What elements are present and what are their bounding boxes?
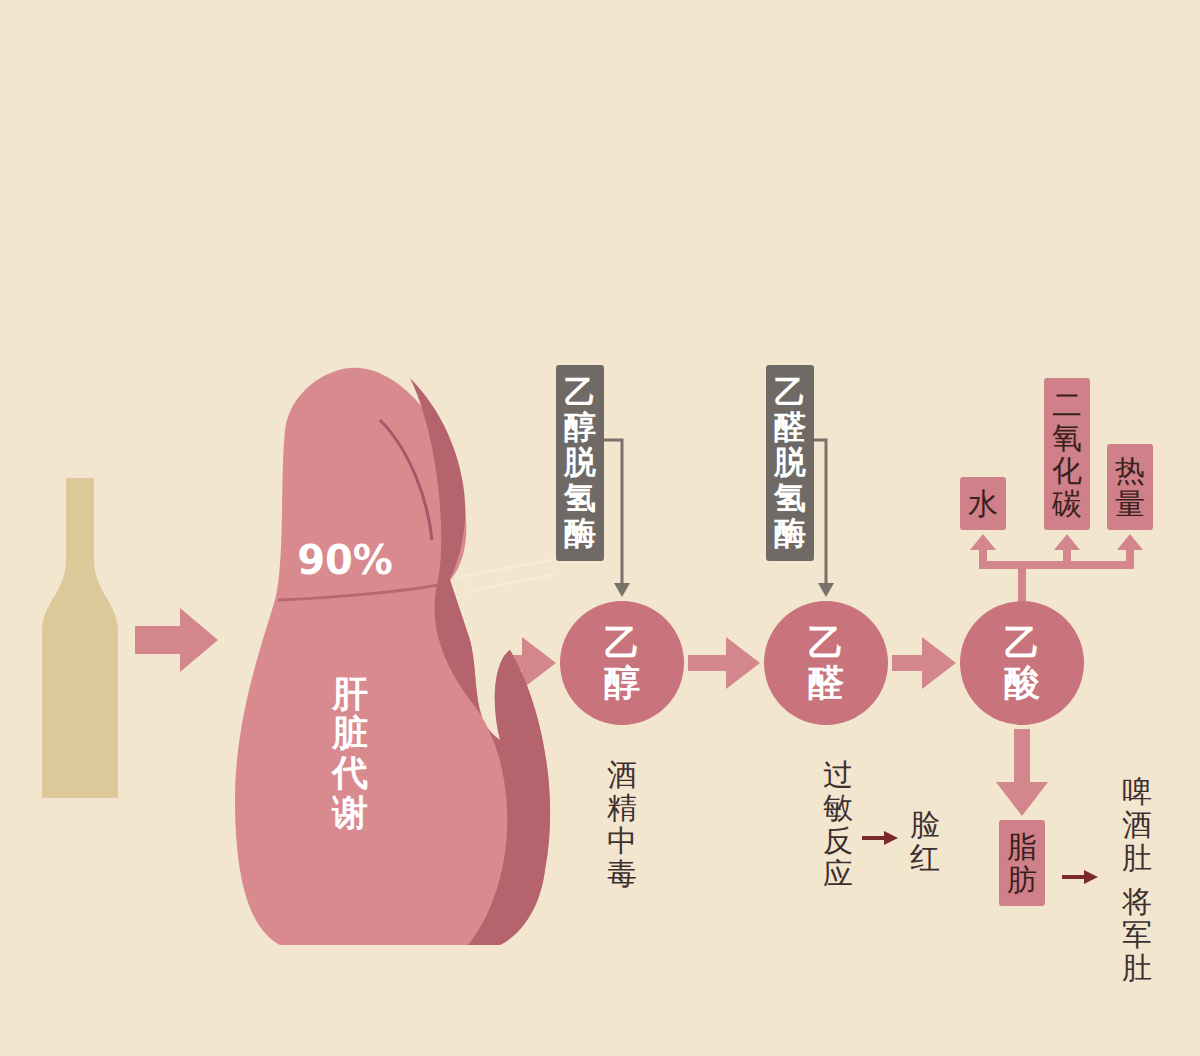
- product-box: 水: [960, 477, 1006, 530]
- node-text: 水: [968, 487, 998, 520]
- liver-organ: 90% 肝脏代谢: [232, 365, 500, 945]
- arrow-shaft: [983, 549, 1022, 601]
- small-arrow: [862, 836, 886, 840]
- note-label: 啤酒肚: [1122, 775, 1152, 874]
- liver-part: [278, 585, 438, 600]
- arrow-head: [922, 637, 956, 689]
- node-text: 乙醛脱氢酶: [774, 375, 806, 551]
- compound-circle: 乙醛: [764, 601, 888, 725]
- arrow-head: [970, 534, 996, 550]
- note-label: 脸红: [910, 808, 940, 874]
- note-holder: 将军肚: [1122, 885, 1152, 984]
- note-holder: 脸红: [910, 808, 940, 874]
- node-text: 乙醛: [808, 623, 844, 702]
- node-text: 热量: [1115, 454, 1145, 520]
- product-box: 热量: [1107, 444, 1153, 530]
- arrow-head: [522, 637, 556, 689]
- node-text: 乙醇脱氢酶: [564, 375, 596, 551]
- flow-arrow: [814, 440, 834, 597]
- flow-arrow: [970, 534, 1022, 601]
- arrow-shaft: [1022, 549, 1130, 601]
- arrow-shaft: [814, 440, 826, 584]
- flow-arrow: [1022, 534, 1143, 601]
- flow-arrow: [996, 729, 1048, 816]
- enzyme-box: 乙醛脱氢酶: [766, 365, 814, 561]
- wine-bottle: [42, 478, 118, 798]
- product-box: 脂肪: [999, 820, 1045, 906]
- small-arrow: [1084, 870, 1098, 884]
- compound-circle: 乙醇: [560, 601, 684, 725]
- node-text: 脂肪: [1007, 830, 1037, 896]
- wisp-line: [470, 575, 553, 592]
- flow-arrow: [688, 637, 760, 689]
- arrow-head: [726, 637, 760, 689]
- note-label: 酒精中毒: [607, 758, 637, 890]
- intake-arrow: [135, 608, 218, 672]
- small-arrow: [1062, 875, 1086, 879]
- arrow-shaft: [604, 440, 622, 584]
- note-label: 过敏反应: [823, 758, 853, 890]
- note-label: 将军肚: [1122, 885, 1152, 984]
- liver-outline: [232, 365, 500, 945]
- arrow-head: [996, 782, 1048, 816]
- small-arrow: [884, 831, 898, 845]
- arrow-head: [614, 583, 630, 597]
- arrow-head: [1117, 534, 1143, 550]
- node-text: 乙酸: [1004, 623, 1040, 702]
- wisp-line: [458, 560, 553, 578]
- percent-label: 90%: [297, 537, 393, 583]
- arrow-head: [818, 583, 834, 597]
- node-text: 乙醇: [604, 623, 640, 702]
- arrow-shaft: [892, 655, 923, 671]
- note-holder: 酒精中毒: [607, 758, 637, 890]
- arrow-head: [1054, 534, 1080, 550]
- note-holder: 过敏反应: [823, 758, 853, 890]
- compound-circle: 乙酸: [960, 601, 1084, 725]
- arrow-shaft: [1014, 729, 1030, 783]
- node-text: 二氧化碳: [1052, 388, 1082, 520]
- organ-label: 肝脏代谢: [332, 674, 368, 832]
- note-holder: 啤酒肚: [1122, 775, 1152, 874]
- arrow-shaft: [1022, 549, 1067, 601]
- liver-part: [380, 420, 432, 540]
- flow-arrow: [604, 440, 630, 597]
- enzyme-box: 乙醇脱氢酶: [556, 365, 604, 561]
- product-box: 二氧化碳: [1044, 378, 1090, 530]
- liver-part: [235, 368, 550, 945]
- flow-arrow: [892, 637, 956, 689]
- arrow-shaft: [688, 655, 727, 671]
- liver-part: [410, 378, 550, 945]
